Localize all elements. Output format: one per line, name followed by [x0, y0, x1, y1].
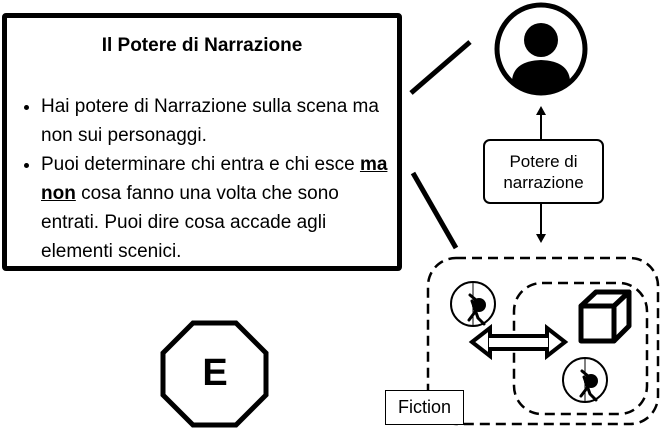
fiction-label-box: Fiction: [385, 390, 464, 425]
card-bullet-list: Hai potere di Narrazione sulla scena ma …: [15, 92, 396, 266]
bullet-text-2a: Puoi determinare chi entra e chi esce: [41, 154, 360, 175]
narration-power-card: Il Potere di Narrazione Hai potere di Na…: [2, 13, 402, 271]
bullet-text-1: Hai potere di Narrazione sulla scena ma …: [41, 96, 379, 146]
user-avatar-icon: [494, 2, 588, 96]
narration-power-box: Potere di narrazione: [483, 139, 604, 204]
fiction-label: Fiction: [397, 397, 451, 417]
cube-icon: [578, 289, 632, 344]
arrow-up-icon: [536, 106, 546, 139]
connector-line-bottom: [410, 171, 459, 250]
climber-character-icon: [450, 281, 496, 327]
fiction-dashed-inner: [512, 281, 649, 416]
bullet-emphasis: ma non: [41, 154, 388, 204]
bullet-item-1: Hai potere di Narrazione sulla scena ma …: [41, 92, 396, 150]
octagon-shape: [160, 320, 269, 428]
bullet-text-2b: cosa fanno una volta che sono entrati. P…: [41, 183, 339, 262]
narration-power-label: Potere di narrazione: [503, 151, 584, 192]
double-arrow-icon: [468, 323, 569, 361]
arrow-down-icon: [536, 204, 546, 243]
fiction-dashed-outer: [426, 256, 660, 426]
octagon-letter: E: [202, 351, 228, 394]
card-title: Il Potere di Narrazione: [101, 35, 303, 56]
connector-line-top: [409, 40, 472, 95]
bullet-item-2: Puoi determinare chi entra e chi esce ma…: [41, 150, 396, 266]
climber-character-icon-2: [562, 357, 608, 403]
